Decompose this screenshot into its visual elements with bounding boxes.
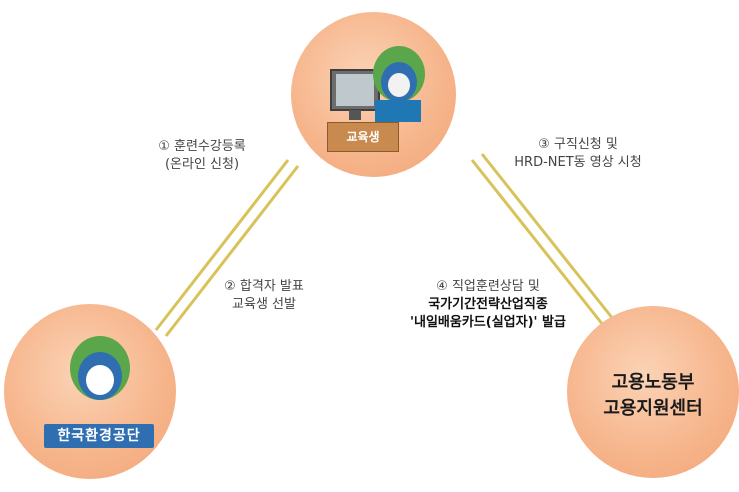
edge-4-line1: ④ 직업훈련상담 및	[436, 279, 540, 294]
corp-logo-icon	[70, 336, 130, 400]
edge-3-line2: HRD-NET동 영상 시청	[514, 155, 642, 170]
edge-1-line1: ① 훈련수강등록	[158, 139, 246, 154]
node-trainee: 교육생	[291, 12, 456, 177]
edge-4-line2: 국가기간전략산업직종	[428, 297, 548, 312]
corp-badge: 한국환경공단	[44, 424, 154, 448]
employment-center-line1: 고용노동부	[611, 372, 695, 393]
edge-2-line2: 교육생 선발	[232, 297, 296, 312]
node-korea-environment-corp: 한국환경공단	[4, 304, 176, 479]
edge-label-4: ④ 직업훈련상담 및 국가기간전략산업직종 '내일배움카드(실업자)' 발급	[378, 278, 598, 332]
connector-left-b	[164, 165, 300, 337]
trainee-sign: 교육생	[327, 122, 399, 152]
edge-1-line2: (온라인 신청)	[164, 157, 240, 172]
employment-center-line2: 고용지원센터	[603, 398, 703, 419]
edge-2-line1: ② 합격자 발표	[224, 279, 304, 294]
edge-3-line1: ③ 구직신청 및	[538, 137, 618, 152]
edge-4-line3: '내일배움카드(실업자)' 발급	[410, 315, 566, 330]
edge-label-3: ③ 구직신청 및 HRD-NET동 영상 시청	[488, 136, 668, 172]
node-employment-center: 고용노동부 고용지원센터	[567, 306, 739, 478]
connector-right-a	[470, 159, 609, 331]
connector-right-b	[480, 153, 619, 325]
edge-label-2: ② 합격자 발표 교육생 선발	[184, 278, 344, 314]
connector-left-a	[154, 159, 290, 331]
trainee-illustration	[330, 46, 425, 122]
edge-label-1: ① 훈련수강등록 (온라인 신청)	[122, 138, 282, 174]
